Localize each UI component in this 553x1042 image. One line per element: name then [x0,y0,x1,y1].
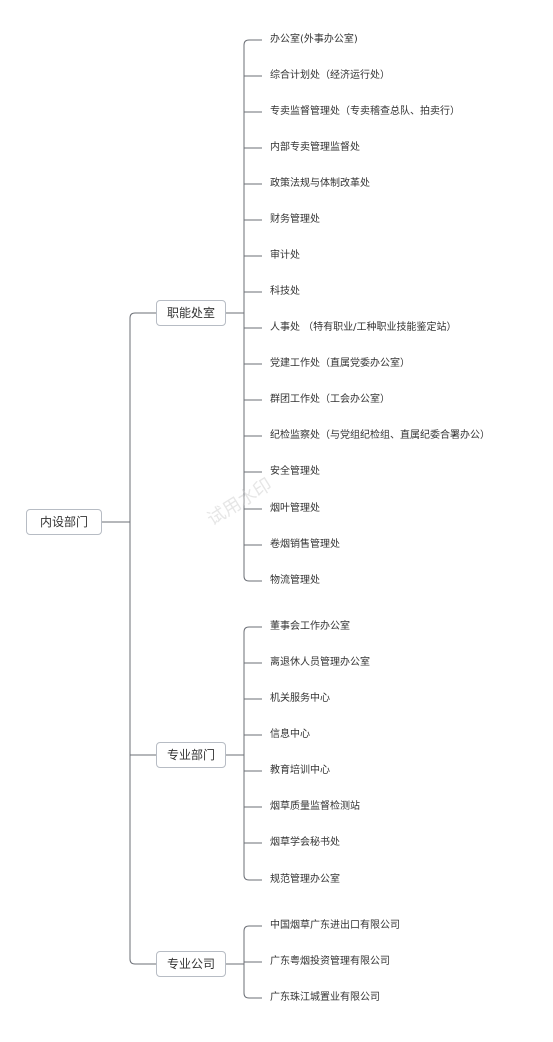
leaf-item[interactable]: 广东粤烟投资管理有限公司 [270,956,390,967]
leaf-connector [243,39,262,46]
branch-node-functional-offices[interactable]: 职能处室 [156,300,226,326]
branch-label: 专业部门 [166,748,215,762]
leaf-item[interactable]: 中国烟草广东进出口有限公司 [270,920,400,931]
leaf-item[interactable]: 广东珠江城置业有限公司 [270,992,380,1003]
branch-node-professional-companies[interactable]: 专业公司 [156,951,226,977]
leaf-item[interactable]: 机关服务中心 [270,693,330,704]
leaf-item[interactable]: 纪检监察处（与党组纪检组、直属纪委合署办公） [270,430,490,441]
leaf-item[interactable]: 专卖监督管理处（专卖稽查总队、拍卖行） [270,106,460,117]
leaf-item[interactable]: 卷烟销售管理处 [270,539,340,550]
leaf-connector [243,626,262,633]
leaf-item[interactable]: 审计处 [270,250,300,261]
leaf-connector [243,575,262,582]
branch-connector [129,958,156,965]
branch-label: 专业公司 [166,957,215,971]
leaf-item[interactable]: 财务管理处 [270,214,320,225]
branch-connector [129,312,156,319]
leaf-item[interactable]: 政策法规与体制改革处 [270,178,370,189]
leaf-item[interactable]: 信息中心 [270,729,310,740]
leaf-item[interactable]: 科技处 [270,286,300,297]
branch-node-professional-departments[interactable]: 专业部门 [156,742,226,768]
leaf-item[interactable]: 人事处 （特有职业/工种职业技能鉴定站） [270,322,457,333]
root-node[interactable]: 内设部门 [26,509,102,535]
leaf-item[interactable]: 烟叶管理处 [270,503,320,514]
leaf-connector [243,925,262,932]
leaf-item[interactable]: 离退休人员管理办公室 [270,657,370,668]
leaf-item[interactable]: 教育培训中心 [270,765,330,776]
leaf-connector [243,992,262,999]
leaf-item[interactable]: 董事会工作办公室 [270,621,350,632]
leaf-item[interactable]: 内部专卖管理监督处 [270,142,360,153]
leaf-item[interactable]: 规范管理办公室 [270,874,340,885]
leaf-item[interactable]: 物流管理处 [270,575,320,586]
leaf-item[interactable]: 党建工作处（直属党委办公室） [270,358,410,369]
root-label: 内设部门 [39,515,88,529]
branch-label: 职能处室 [166,306,215,320]
leaf-item[interactable]: 群团工作处（工会办公室） [270,394,390,405]
leaf-item[interactable]: 烟草学会秘书处 [270,837,340,848]
leaf-item[interactable]: 综合计划处（经济运行处） [270,70,390,81]
leaf-connector [243,874,262,881]
leaf-item[interactable]: 办公室(外事办公室) [270,34,358,45]
leaf-item[interactable]: 烟草质量监督检测站 [270,801,360,812]
leaf-item[interactable]: 安全管理处 [270,466,320,477]
